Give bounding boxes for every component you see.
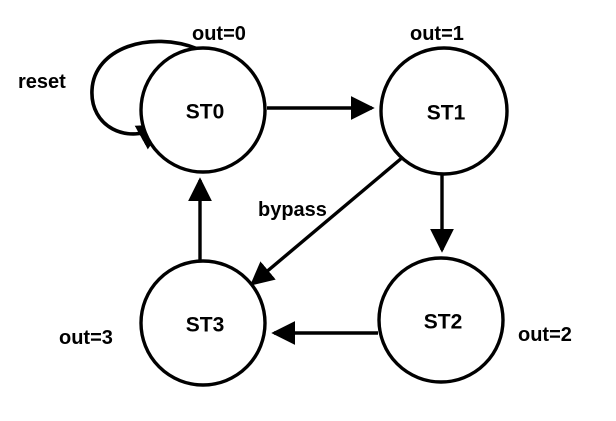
output-label-st0: out=0 (192, 23, 246, 45)
transition-st1-to-st3-bypass (249, 155, 405, 286)
state-label-st3: ST3 (186, 314, 225, 337)
state-node-st3[interactable] (139, 259, 267, 387)
output-label-st2: out=2 (518, 324, 572, 346)
output-label-st1: out=1 (410, 23, 464, 45)
state-node-st0[interactable] (139, 46, 267, 174)
transition-label-bypass: bypass (258, 199, 327, 221)
state-node-st1[interactable] (379, 46, 509, 176)
state-label-st2: ST2 (424, 311, 463, 334)
state-label-st1: ST1 (427, 102, 466, 125)
state-label-st0: ST0 (186, 101, 225, 124)
transition-label-reset: reset (18, 71, 66, 93)
transition-reset-self-loop (90, 39, 200, 150)
output-label-st3: out=3 (59, 327, 113, 349)
state-node-st2[interactable] (377, 256, 505, 384)
